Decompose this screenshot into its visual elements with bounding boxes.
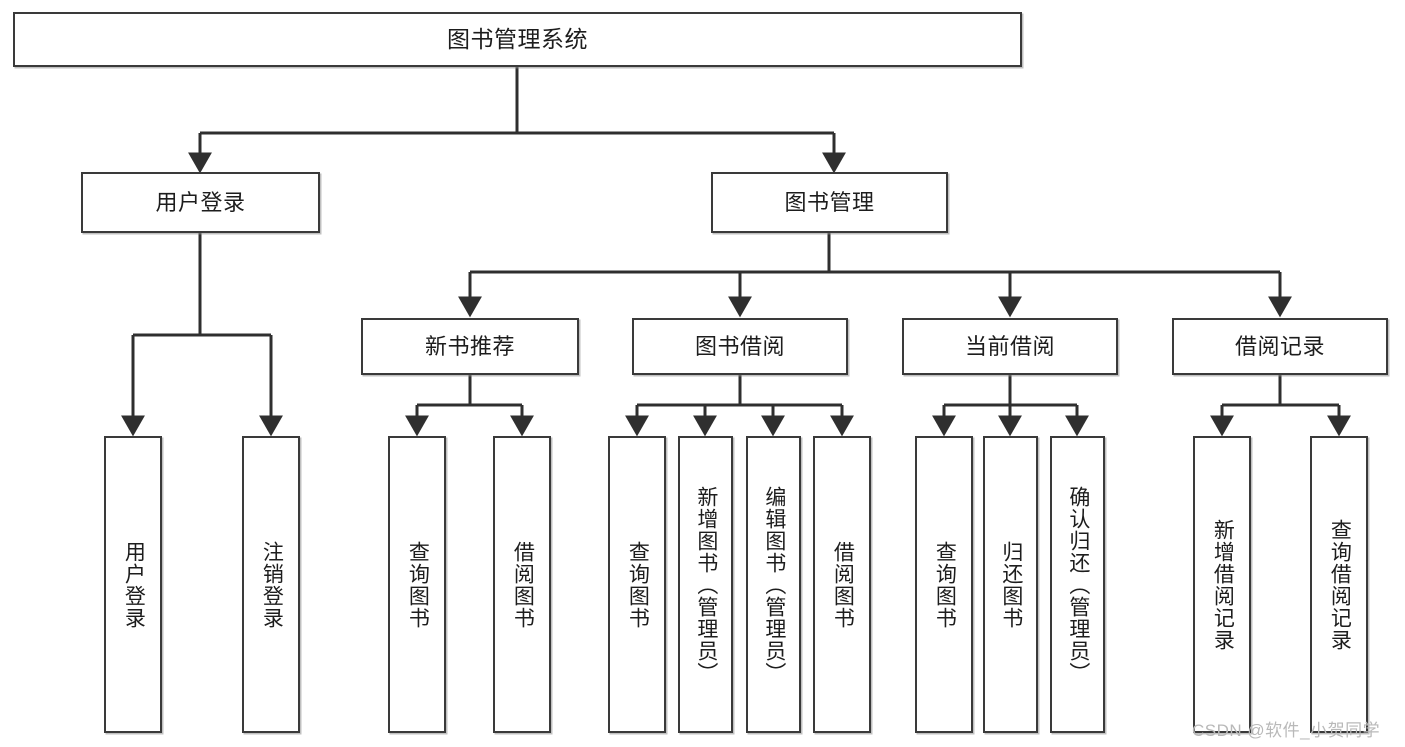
- node-leaf-return-book[interactable]: 归还图书: [983, 436, 1038, 733]
- node-leaf-add-book-label: 新增图书（管理员）: [694, 485, 718, 684]
- node-leaf-logout-login[interactable]: 注销登录: [242, 436, 300, 733]
- node-leaf-query-book-2[interactable]: 查询图书: [608, 436, 666, 733]
- node-current-borrow[interactable]: 当前借阅: [902, 318, 1118, 375]
- node-current-borrow-label: 当前借阅: [964, 333, 1055, 359]
- node-new-book-recommend[interactable]: 新书推荐: [361, 318, 579, 375]
- node-leaf-query-book-2-label: 查询图书: [626, 540, 650, 629]
- watermark-text: CSDN @软件_小贺同学: [1192, 721, 1381, 740]
- node-user-login-label: 用户登录: [155, 189, 246, 215]
- node-leaf-borrow-book-1-label: 借阅图书: [511, 540, 535, 629]
- node-leaf-query-book-3-label: 查询图书: [933, 540, 957, 629]
- node-user-login[interactable]: 用户登录: [81, 172, 320, 233]
- node-book-manage-label: 图书管理: [784, 189, 875, 215]
- node-leaf-query-book-3[interactable]: 查询图书: [915, 436, 973, 733]
- node-leaf-borrow-book-1[interactable]: 借阅图书: [493, 436, 551, 733]
- node-leaf-query-book-1[interactable]: 查询图书: [388, 436, 446, 733]
- node-leaf-edit-book[interactable]: 编辑图书（管理员）: [746, 436, 801, 733]
- node-new-book-recommend-label: 新书推荐: [424, 333, 515, 359]
- node-leaf-query-record-label: 查询借阅记录: [1328, 518, 1352, 651]
- node-book-borrow-label: 图书借阅: [694, 333, 785, 359]
- node-book-borrow[interactable]: 图书借阅: [632, 318, 848, 375]
- node-book-manage[interactable]: 图书管理: [711, 172, 948, 233]
- node-leaf-add-book[interactable]: 新增图书（管理员）: [678, 436, 733, 733]
- node-leaf-user-login-label: 用户登录: [122, 540, 146, 629]
- node-leaf-return-book-label: 归还图书: [999, 540, 1023, 629]
- node-borrow-record[interactable]: 借阅记录: [1172, 318, 1388, 375]
- node-root-label: 图书管理系统: [447, 25, 588, 52]
- node-leaf-user-login[interactable]: 用户登录: [104, 436, 162, 733]
- node-leaf-confirm-return-label: 确认归还（管理员）: [1066, 485, 1090, 684]
- node-leaf-borrow-book-2-label: 借阅图书: [831, 540, 855, 629]
- node-root[interactable]: 图书管理系统: [13, 12, 1022, 67]
- node-leaf-borrow-book-2[interactable]: 借阅图书: [813, 436, 871, 733]
- node-leaf-add-record-label: 新增借阅记录: [1211, 518, 1235, 651]
- node-leaf-edit-book-label: 编辑图书（管理员）: [762, 485, 786, 684]
- node-leaf-confirm-return[interactable]: 确认归还（管理员）: [1050, 436, 1105, 733]
- node-leaf-add-record[interactable]: 新增借阅记录: [1193, 436, 1251, 733]
- node-leaf-logout-login-label: 注销登录: [260, 540, 284, 629]
- node-borrow-record-label: 借阅记录: [1234, 333, 1325, 359]
- node-leaf-query-record[interactable]: 查询借阅记录: [1310, 436, 1368, 733]
- node-leaf-query-book-1-label: 查询图书: [406, 540, 430, 629]
